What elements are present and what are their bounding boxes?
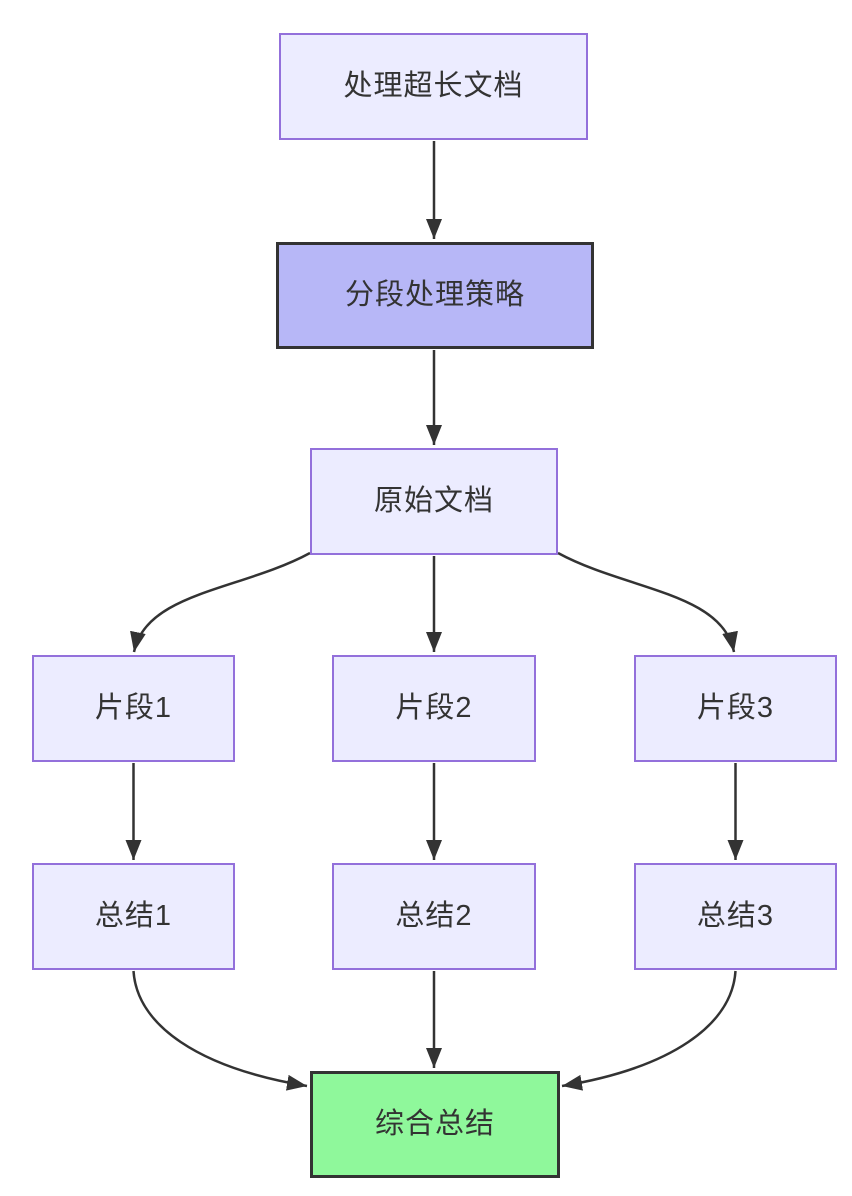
node-final-summary-label: 综合总结 bbox=[374, 1108, 495, 1141]
node-process-doc: 处理超长文档 bbox=[279, 33, 588, 140]
node-source-doc-label: 原始文档 bbox=[373, 485, 494, 518]
edge-source-doc-to-segment-3 bbox=[557, 551, 738, 653]
edge-summary-1-to-final-summary bbox=[132, 970, 308, 1091]
node-summary-3: 总结3 bbox=[634, 863, 837, 970]
node-summary-2: 总结2 bbox=[332, 863, 536, 970]
node-segment-3: 片段3 bbox=[634, 655, 837, 762]
node-final-summary: 综合总结 bbox=[310, 1071, 560, 1178]
node-segment-3-label: 片段3 bbox=[696, 692, 775, 725]
node-segment-1-label: 片段1 bbox=[94, 692, 173, 725]
node-strategy: 分段处理策略 bbox=[276, 242, 594, 349]
edge-summary-3-to-final-summary bbox=[561, 970, 737, 1091]
node-source-doc: 原始文档 bbox=[310, 448, 558, 555]
edge-source-doc-to-segment-1 bbox=[130, 551, 311, 653]
node-segment-2-label: 片段2 bbox=[395, 692, 473, 725]
node-summary-3-label: 总结3 bbox=[696, 900, 775, 933]
node-segment-1: 片段1 bbox=[32, 655, 235, 762]
node-summary-1-label: 总结1 bbox=[94, 900, 173, 933]
node-process-doc-label: 处理超长文档 bbox=[343, 70, 524, 103]
node-summary-1: 总结1 bbox=[32, 863, 235, 970]
node-segment-2: 片段2 bbox=[332, 655, 536, 762]
node-summary-2-label: 总结2 bbox=[395, 900, 473, 933]
node-strategy-label: 分段处理策略 bbox=[344, 279, 525, 312]
